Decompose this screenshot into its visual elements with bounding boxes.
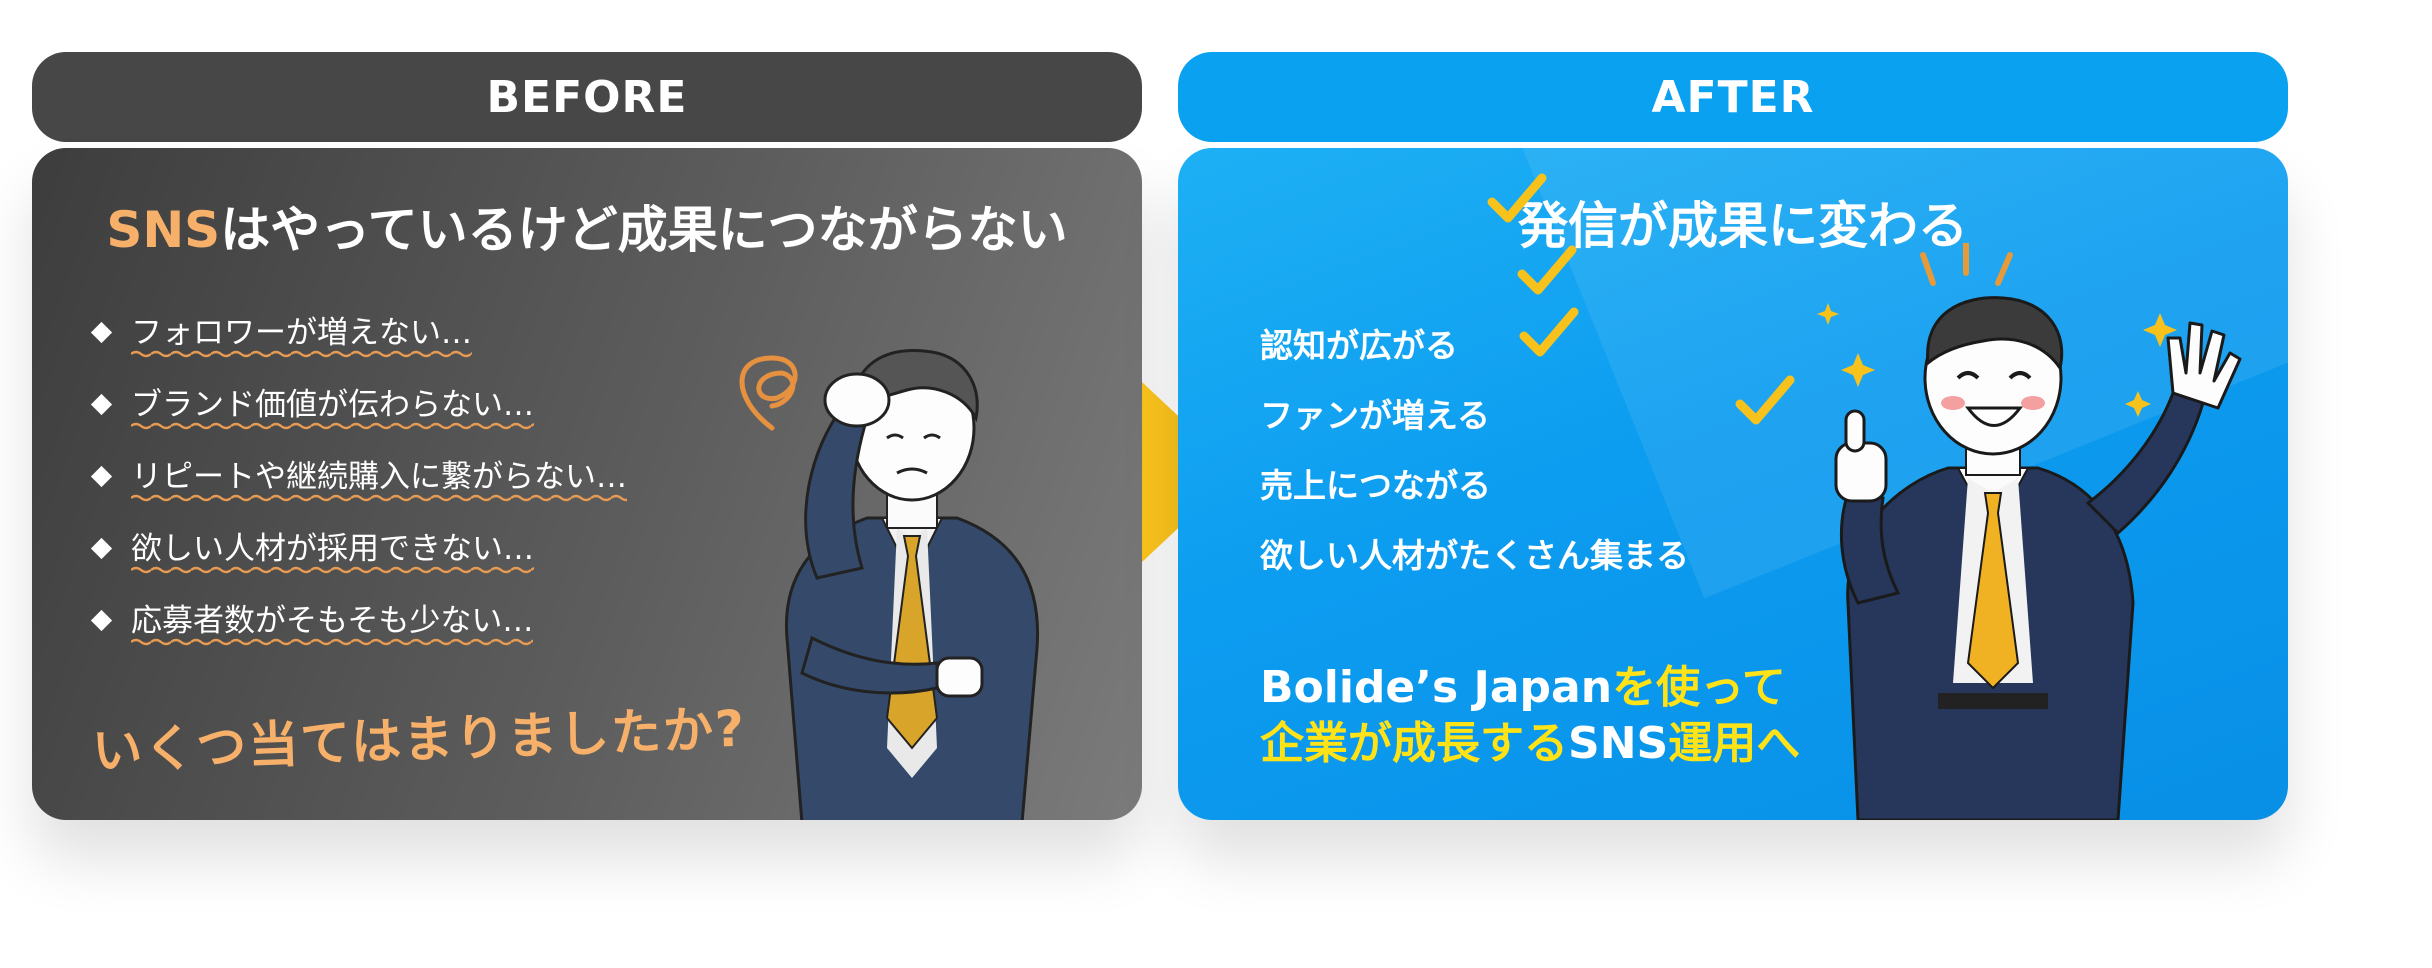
diamond-bullet-icon	[90, 321, 113, 343]
list-item: フォロワーが増えない…	[90, 296, 627, 368]
after-title: 発信が成果に変わる	[1518, 197, 1968, 255]
scribble-icon	[739, 355, 798, 431]
before-title-accent: SNS	[106, 201, 221, 259]
before-problem-list: フォロワーが増えない… ブランド価値が伝わらない… リピートや継続購入に繋がらな…	[90, 296, 627, 656]
list-item: 売上につながる	[1260, 466, 1491, 505]
list-item-text: 応募者数がそもそも少ない…	[131, 594, 534, 646]
closing-line-1: Bolide’s Japanを使って	[1260, 660, 1800, 716]
check-icon	[1487, 173, 1547, 223]
list-item: ファンが増える	[1260, 396, 1491, 435]
happy-businessman-illustration	[1817, 243, 2242, 820]
list-item: 認知が広がる	[1260, 326, 1458, 365]
list-item: リピートや継続購入に繋がらない…	[90, 440, 627, 512]
list-item-text: フォロワーが増えない…	[131, 306, 472, 358]
check-icon	[1519, 307, 1579, 357]
closing-line-2: 企業が成長するSNS運用へ	[1260, 716, 1800, 772]
after-header-label: AFTER	[1651, 71, 1815, 123]
closing-text: SNS	[1568, 718, 1669, 769]
list-item: 欲しい人材が採用できない…	[90, 512, 627, 584]
closing-brand: Bolide’s Japan	[1260, 662, 1613, 713]
check-icon	[1735, 375, 1795, 425]
closing-text: を使って	[1612, 662, 1786, 713]
list-item: ブランド価値が伝わらない…	[90, 368, 627, 440]
question-text: いくつ当てはまりましたか?	[91, 699, 747, 781]
before-title-rest: はやっているけど成果につながらない	[220, 201, 1068, 259]
list-item: 欲しい人材がたくさん集まる	[1260, 536, 1689, 575]
diamond-bullet-icon	[90, 537, 113, 559]
diamond-bullet-icon	[90, 465, 113, 487]
before-title: SNSはやっているけど成果につながらない	[32, 190, 1142, 262]
before-header: BEFORE	[32, 52, 1142, 142]
diamond-bullet-icon	[90, 609, 113, 631]
check-icon	[1517, 245, 1577, 295]
list-item-text: ブランド価値が伝わらない…	[131, 378, 534, 430]
sparkle-icon	[1817, 303, 2177, 417]
list-item: 応募者数がそもそも少ない…	[90, 584, 627, 656]
after-benefit-list: 認知が広がる ファンが増える 売上につながる 欲しい人材がたくさん集まる	[1260, 308, 1689, 588]
closing-text: 運用へ	[1668, 718, 1801, 769]
before-header-label: BEFORE	[486, 71, 688, 123]
list-item-text: 欲しい人材が採用できない…	[131, 522, 534, 574]
after-panel: 発信が成果に変わる 認知が広がる ファンが増える 売上につながる 欲しい人材がた…	[1178, 148, 2288, 820]
before-panel: SNSはやっているけど成果につながらない フォロワーが増えない… ブランド価値が…	[32, 148, 1142, 820]
closing-message: Bolide’s Japanを使って 企業が成長するSNS運用へ	[1260, 660, 1800, 772]
list-item-text: リピートや継続購入に繋がらない…	[131, 450, 627, 502]
diamond-bullet-icon	[90, 393, 113, 415]
after-header: AFTER	[1178, 52, 2288, 142]
closing-text: 企業が成長する	[1260, 718, 1568, 769]
worried-businessman-illustration	[739, 349, 1040, 820]
